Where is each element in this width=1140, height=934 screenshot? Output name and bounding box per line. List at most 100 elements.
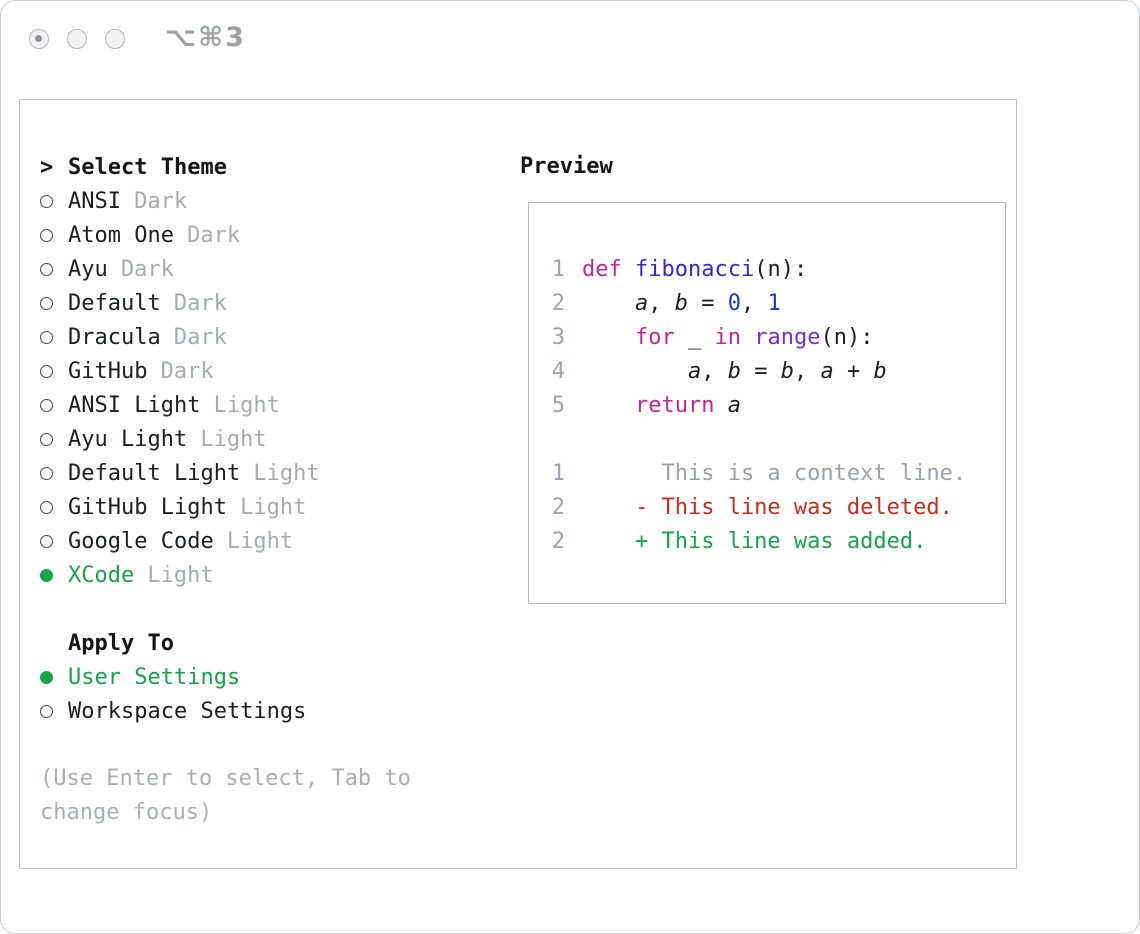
radio-icon	[40, 364, 53, 378]
radio-icon	[40, 194, 53, 208]
line-number: 3	[551, 325, 565, 350]
theme-option-github[interactable]: GitHub Dark	[40, 354, 440, 388]
radio-slot	[40, 568, 68, 582]
theme-name: ANSI Light	[68, 392, 201, 418]
theme-variant: Light	[240, 494, 307, 520]
radio-slot	[40, 194, 68, 208]
theme-variant: Dark	[187, 222, 241, 248]
theme-name: XCode	[68, 562, 135, 588]
theme-option-ayu-light[interactable]: Ayu Light Light	[40, 422, 440, 456]
radio-slot	[40, 466, 68, 480]
radio-slot	[40, 262, 68, 276]
line-number: 1	[551, 257, 565, 282]
window-button-close-icon[interactable]	[29, 29, 49, 49]
theme-name: Default Light	[68, 460, 241, 486]
theme-name: Dracula	[68, 324, 161, 350]
radio-icon	[40, 500, 53, 514]
spacer	[40, 592, 440, 626]
radio-icon	[40, 432, 53, 446]
selection-pointer-icon: >	[40, 154, 54, 180]
code-line: 5 return a	[551, 389, 1005, 423]
radio-slot	[40, 534, 68, 548]
radio-icon	[40, 296, 53, 310]
theme-variant: Dark	[134, 188, 188, 214]
code-line: 4 a, b = b, a + b	[551, 355, 1005, 389]
radio-slot	[40, 670, 68, 684]
radio-slot	[40, 228, 68, 242]
line-number: 2	[551, 529, 565, 554]
theme-variant: Light	[253, 460, 320, 486]
theme-option-xcode[interactable]: XCode Light	[40, 558, 440, 592]
radio-icon	[40, 534, 53, 548]
window-button-minimize-icon[interactable]	[67, 29, 87, 49]
theme-variant: Light	[147, 562, 214, 588]
theme-name: Default	[68, 290, 161, 316]
radio-slot	[40, 364, 68, 378]
theme-variant: Dark	[120, 256, 174, 282]
code-line: 3 for _ in range(n):	[551, 321, 1005, 355]
apply-option-label: Workspace Settings	[68, 698, 307, 724]
theme-option-dracula[interactable]: Dracula Dark	[40, 320, 440, 354]
radio-icon	[40, 398, 53, 412]
select-theme-header: Select Theme	[68, 154, 227, 180]
radio-icon	[40, 228, 53, 242]
window-button-zoom-icon[interactable]	[105, 29, 125, 49]
theme-variant: Light	[200, 426, 267, 452]
theme-option-google-code[interactable]: Google Code Light	[40, 524, 440, 558]
radio-icon	[40, 704, 53, 718]
code-text: def fibonacci(n):	[582, 257, 808, 282]
theme-name: Ayu Light	[68, 426, 188, 452]
spacer	[40, 728, 440, 762]
theme-name: Ayu	[68, 256, 108, 282]
apply-option-label: User Settings	[68, 664, 241, 690]
radio-slot	[40, 500, 68, 514]
line-number: 4	[551, 359, 565, 384]
code-text: for _ in range(n):	[634, 325, 874, 350]
theme-variant: Dark	[173, 290, 227, 316]
code-line: 1 def fibonacci(n):	[551, 253, 1005, 287]
radio-slot	[40, 704, 68, 718]
theme-option-github-light[interactable]: GitHub Light Light	[40, 490, 440, 524]
line-number: 2	[551, 495, 565, 520]
radio-icon	[40, 330, 53, 344]
code-text: a, b = 0, 1	[634, 291, 781, 316]
radio-slot	[40, 330, 68, 344]
apply-option-user-settings[interactable]: User Settings	[40, 660, 440, 694]
radio-selected-icon	[40, 670, 53, 684]
theme-option-atom-one[interactable]: Atom One Dark	[40, 218, 440, 252]
theme-option-ayu[interactable]: Ayu Dark	[40, 252, 440, 286]
window-shortcut-label: ⌥⌘3	[165, 22, 246, 53]
blank-line	[551, 423, 1005, 457]
theme-name: Atom One	[68, 222, 174, 248]
theme-option-ansi[interactable]: ANSI Dark	[40, 184, 440, 218]
radio-icon	[40, 262, 53, 276]
theme-option-default-light[interactable]: Default Light Light	[40, 456, 440, 490]
diff-line-added: 2 + This line was added.	[551, 525, 1005, 559]
theme-variant: Dark	[173, 324, 227, 350]
theme-name: ANSI	[68, 188, 121, 214]
theme-name: GitHub	[68, 358, 148, 384]
apply-to-header: Apply To	[68, 630, 174, 656]
apply-option-workspace-settings[interactable]: Workspace Settings	[40, 694, 440, 728]
line-number: 5	[551, 393, 565, 418]
theme-option-default[interactable]: Default Dark	[40, 286, 440, 320]
diff-preview: 1 This is a context line.2 - This line w…	[551, 457, 1005, 559]
code-text: a, b = b, a + b	[687, 359, 887, 384]
theme-variant: Light	[226, 528, 294, 554]
diff-line-deleted: 2 - This line was deleted.	[551, 491, 1005, 525]
line-number: 2	[551, 291, 565, 316]
select-theme-header-row: > Select Theme	[40, 150, 440, 184]
radio-slot	[40, 432, 68, 446]
theme-variant: Dark	[160, 358, 214, 384]
code-line: 2 a, b = 0, 1	[551, 287, 1005, 321]
theme-name: Google Code	[68, 528, 214, 554]
theme-name: GitHub Light	[68, 494, 227, 520]
hint-text: (Use Enter to select, Tab to change focu…	[40, 766, 411, 825]
